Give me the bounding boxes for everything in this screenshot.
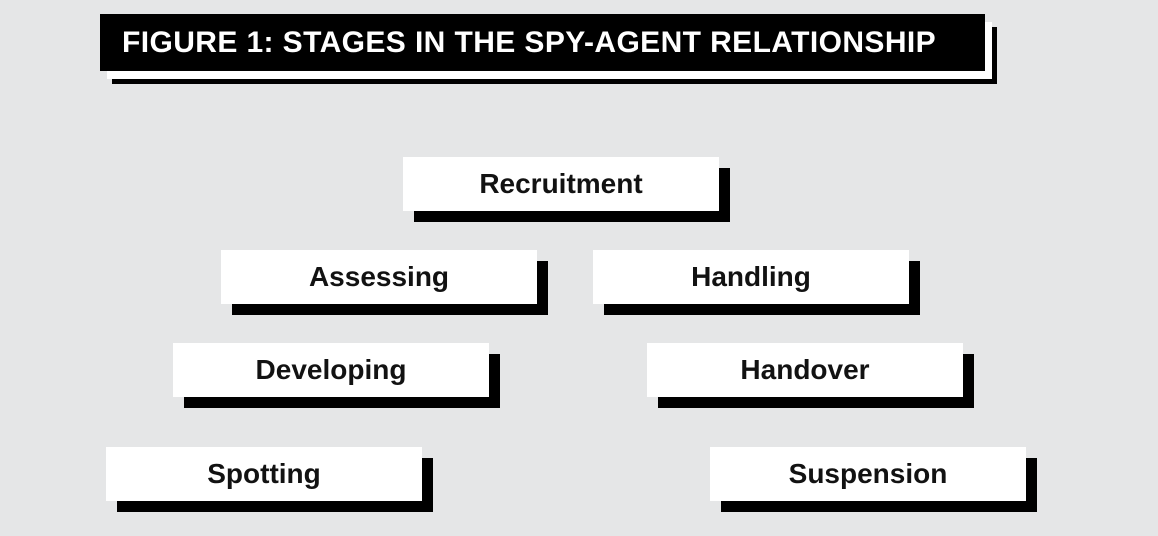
stage-label: Spotting [207,458,321,489]
stage-label: Developing [255,354,407,385]
stage-label: Suspension [788,458,948,489]
stage-box-spotting: Spotting [106,447,422,501]
stage-box-recruitment: Recruitment [403,157,719,211]
stage-label: Handling [691,261,811,292]
stage-label: Recruitment [479,168,643,199]
stage-box-assessing: Assessing [221,250,537,304]
stage-box-suspension: Suspension [710,447,1026,501]
stage-box-handling: Handling [593,250,909,304]
stage-box-developing: Developing [173,343,489,397]
stage-label: Assessing [308,261,450,292]
figure-title: FIGURE 1: STAGES IN THE SPY-AGENT RELATI… [122,25,937,59]
stage-box-handover: Handover [647,343,963,397]
figure-title-banner: FIGURE 1: STAGES IN THE SPY-AGENT RELATI… [100,14,985,71]
stage-label: Handover [740,354,870,385]
